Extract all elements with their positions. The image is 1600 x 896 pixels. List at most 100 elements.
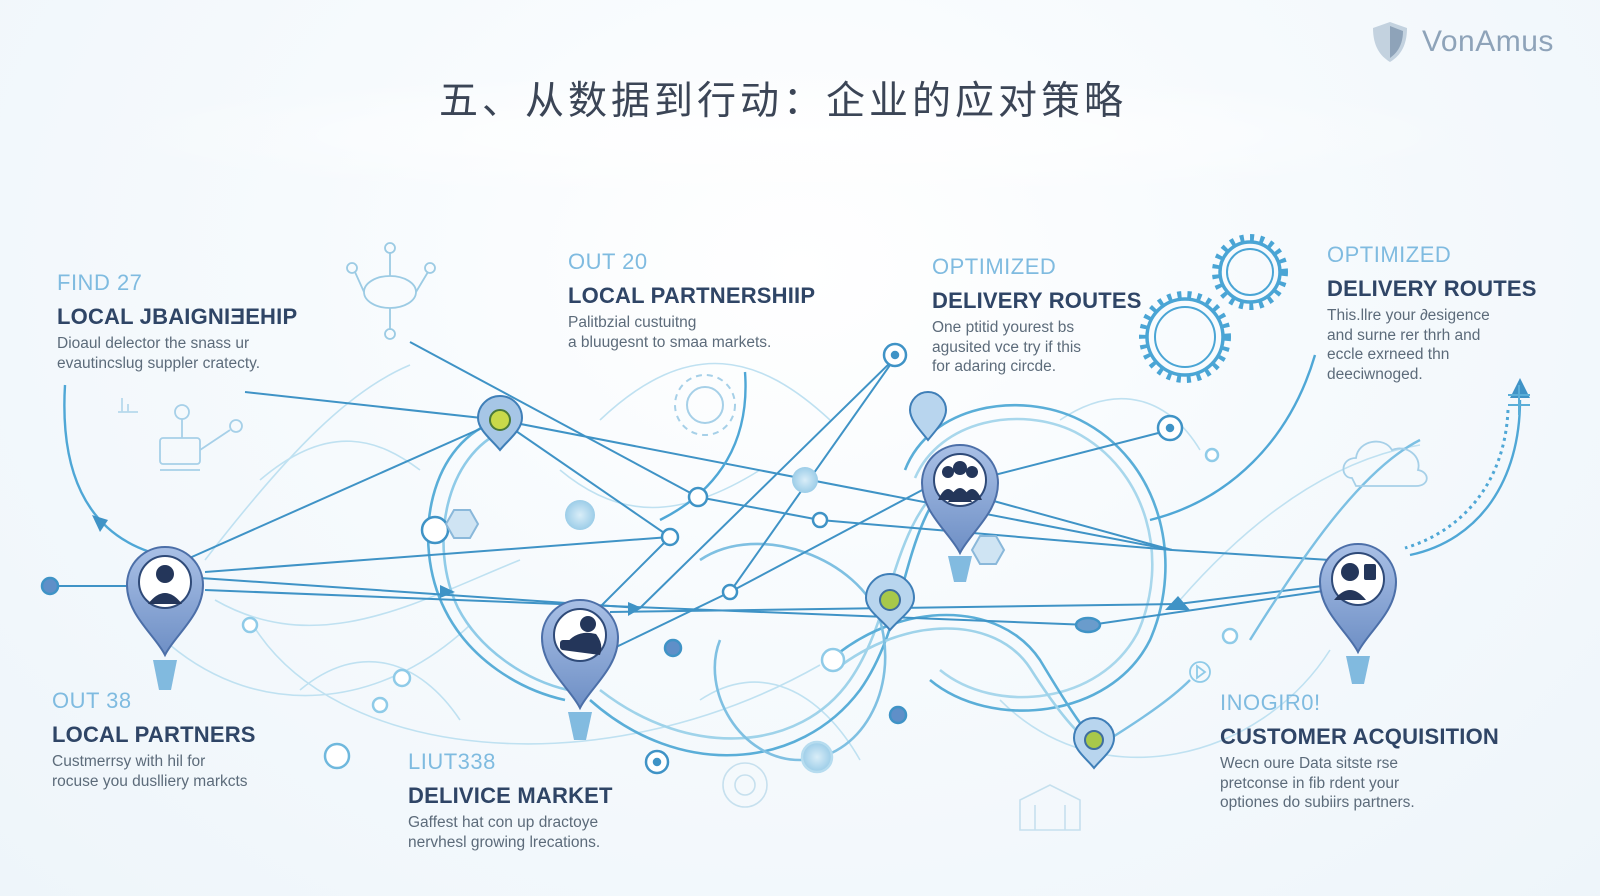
gear-icon (1139, 291, 1231, 383)
network-edge (184, 419, 501, 561)
block-kicker: OUT 20 (568, 249, 648, 274)
person-icon (148, 565, 182, 604)
network-edge (204, 589, 1091, 626)
strategy-block-3: OPTIMIZED DELIVERY ROUTES One ptitid you… (932, 254, 1142, 377)
secondary-pin (864, 573, 916, 632)
faint-curves (169, 362, 1421, 761)
location-pin-person (125, 546, 205, 690)
block-text-line: Dioaul delector the snass ur (57, 335, 250, 352)
direction-arrow (440, 585, 455, 598)
strategy-block-5: OUT 38 LOCAL PARTNERS Custmerrsy with hi… (52, 688, 256, 791)
block-kicker: OPTIMIZED (932, 254, 1057, 279)
block-text-line: Gaffest hat con up dractoye (408, 814, 599, 831)
brand-name: VonAmus (1422, 25, 1554, 58)
block-heading: DELIVERY ROUTES (932, 288, 1142, 313)
faint-curve (204, 364, 411, 561)
network-edge (499, 419, 671, 538)
block-kicker: LIUT338 (408, 749, 496, 774)
right-sweep (1149, 354, 1317, 522)
location-pin-customer (1318, 543, 1398, 684)
secondary-pins (444, 391, 1116, 770)
loop-right (903, 403, 1167, 712)
loop-right-inner (913, 417, 1154, 699)
chart-icon (118, 398, 138, 413)
network-node (660, 527, 680, 547)
title-glow (90, 70, 1490, 200)
network-edge (639, 357, 896, 609)
block-text-line: for adaring circde. (932, 358, 1057, 375)
block-text-line: optiones do subiirs partners. (1220, 794, 1415, 811)
network-node (1165, 423, 1175, 433)
secondary-pin (1072, 717, 1116, 770)
network-edge (1089, 589, 1331, 626)
group-icon (938, 461, 982, 502)
network-node (241, 616, 259, 634)
network-edge (409, 341, 699, 498)
faint-curve (259, 440, 421, 481)
faint-curve (169, 624, 471, 697)
loop-center-inner (599, 476, 951, 740)
right-return-dotted (1404, 409, 1510, 550)
faint-curve (299, 660, 461, 721)
location-pin-handshake (540, 599, 620, 740)
network-node (1221, 627, 1239, 645)
org-chart-icon (159, 404, 243, 471)
loop-figure-eight (699, 542, 887, 762)
block-heading: DELIVERY ROUTES (1327, 276, 1537, 301)
right-sweep-2 (1248, 438, 1421, 641)
block-text-line: agusited vce try if this (932, 338, 1082, 356)
block-text-line: a bluugesnt to smaa markets. (568, 333, 772, 351)
route-loops (426, 403, 1167, 762)
loop-left (426, 418, 566, 702)
loop-center (589, 469, 961, 757)
network-hub-icon (346, 242, 436, 340)
network-node (890, 350, 900, 360)
target-icon (674, 374, 736, 436)
flag-icon (1508, 385, 1530, 415)
network-node (40, 576, 60, 596)
block-text-line: One ptitid yourest bs (932, 319, 1075, 336)
block-heading: DELIVICE MARKET (408, 783, 613, 808)
network-node (392, 668, 412, 688)
network-edge (609, 591, 731, 651)
network-edge (499, 419, 1173, 551)
glow-node (792, 467, 818, 493)
direction-arrow (628, 602, 642, 616)
block-kicker: OPTIMIZED (1327, 242, 1452, 267)
block-text-line: nervhesl growing lrecations. (408, 833, 601, 851)
network-edge (1177, 584, 1331, 605)
block-heading: CUSTOMER ACQUISITION (1220, 724, 1500, 749)
location-pin-group (920, 444, 1000, 582)
faint-curve (1179, 444, 1421, 601)
strategy-block-4: OPTIMIZED DELIVERY ROUTES This.llre your… (1327, 242, 1537, 384)
network-node (1204, 447, 1220, 463)
shield-icon (1373, 22, 1407, 62)
right-return-arc (1409, 399, 1522, 557)
network-edge (989, 499, 1173, 551)
faint-curve (1059, 397, 1201, 451)
left-arrowhead (92, 515, 108, 532)
network-nodes (40, 342, 1239, 775)
glow-node (800, 740, 834, 774)
block-text-line: Palitbzial custuitng (568, 314, 697, 331)
network-node (721, 583, 739, 601)
pin-tassel (568, 712, 592, 740)
hexagon-marker (970, 535, 1006, 565)
loop-lower-inner (834, 627, 1093, 744)
block-text-line: rocuse you duslliery markcts (52, 772, 248, 790)
gear-icon (1212, 234, 1288, 310)
block-heading: LOCAL PARTNERS (52, 722, 256, 747)
faint-curve (559, 469, 761, 509)
block-text-line: pretconse in fib rdent your (1220, 774, 1400, 792)
block-text-line: Custmerrsy with hil for (52, 753, 206, 770)
secondary-pin (476, 395, 524, 452)
network-node (652, 757, 662, 767)
block-text-line: and surne rer thrh and (1327, 326, 1481, 344)
block-text-line: Wecn oure Data sitste rse (1220, 755, 1399, 772)
network-node (371, 696, 389, 714)
faint-curve (699, 681, 861, 761)
faint-curve (214, 559, 521, 627)
network-node (687, 486, 709, 508)
pin-tassel (153, 660, 177, 690)
